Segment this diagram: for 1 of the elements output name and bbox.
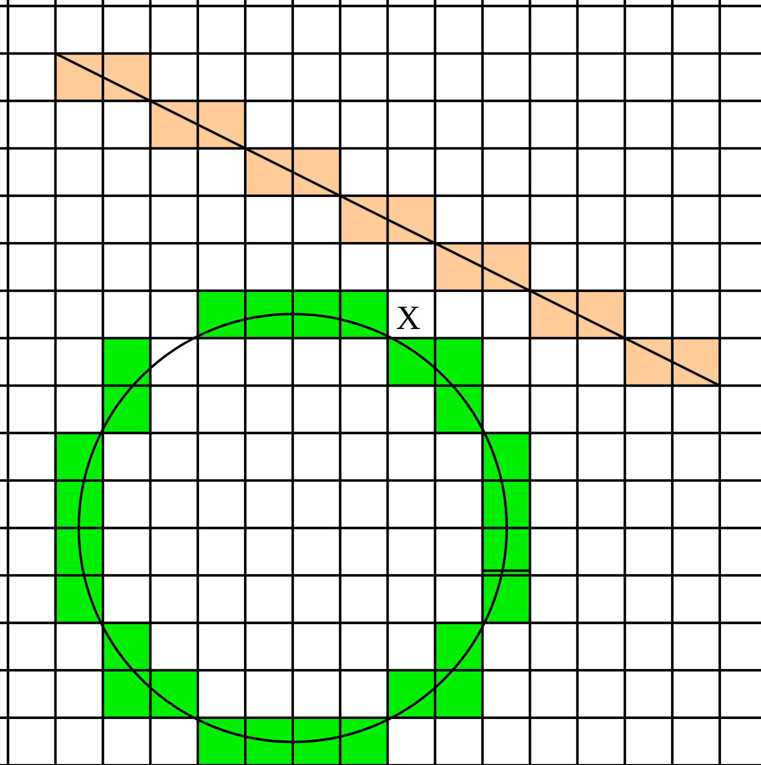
point-label: X [396, 300, 421, 338]
